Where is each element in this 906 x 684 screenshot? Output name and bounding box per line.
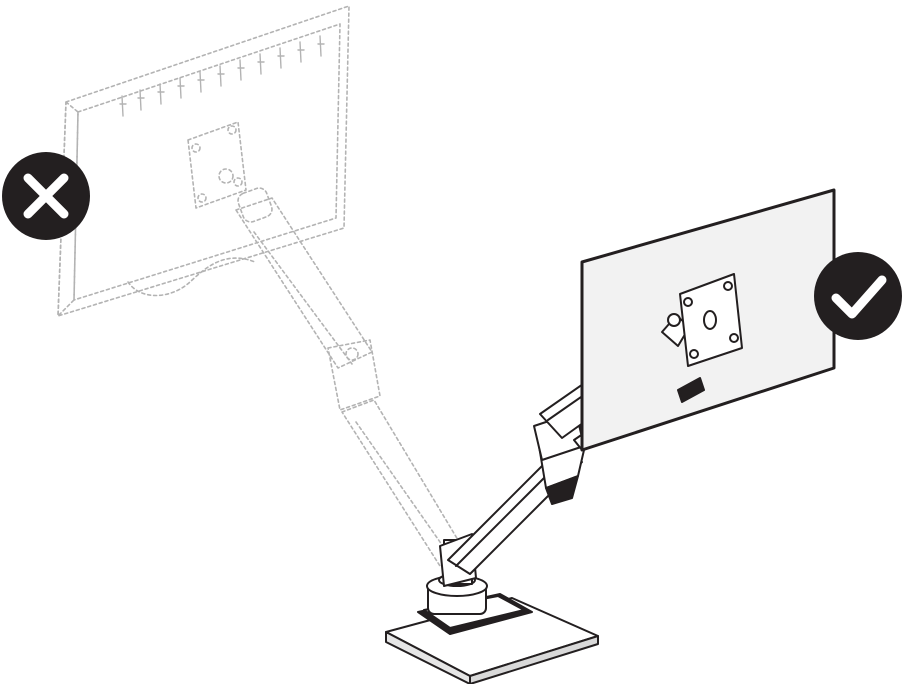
ghost-monitor [57, 5, 350, 317]
correct-badge [814, 252, 902, 340]
incorrect-badge [2, 152, 90, 240]
checkmark-icon [831, 275, 887, 319]
cross-icon [23, 173, 69, 219]
ghost-upper-arm [235, 197, 381, 411]
correct-position [385, 188, 836, 684]
incorrect-position-ghost [57, 5, 471, 567]
ghost-vesa-plate [187, 121, 273, 223]
ghost-lower-arm [341, 399, 471, 567]
vesa-plate [661, 273, 743, 367]
ghost-cable [127, 257, 256, 297]
desk-clamp-base [385, 573, 599, 684]
ghost-vent-slots [119, 35, 325, 117]
